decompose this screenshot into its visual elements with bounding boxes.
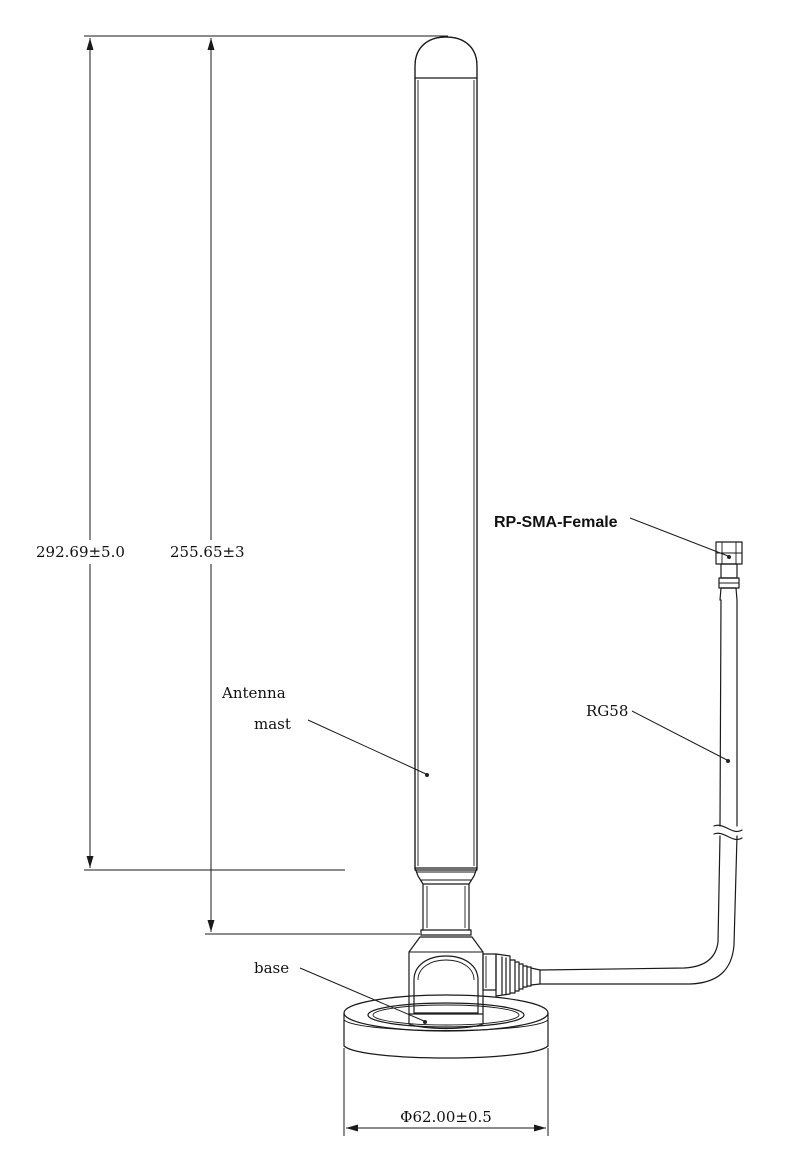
leader-line-base: [299, 967, 425, 1022]
diameter-dimension: Φ62.00±0.5: [343, 1048, 549, 1136]
housing-arch: [413, 955, 479, 1014]
overall-height-label: 292.69±5.0: [36, 543, 125, 561]
base-label: base: [254, 959, 289, 977]
cable-break-lower: [713, 832, 743, 840]
connector-label: RP-SMA-Female: [494, 514, 618, 531]
overall-height-dimension: 292.69±5.0: [30, 35, 448, 871]
leader-dot: [727, 555, 731, 559]
leader-dot: [726, 759, 730, 763]
leader-dot: [425, 773, 429, 777]
arrow-down-icon: [207, 920, 215, 932]
arrow-down-icon: [86, 856, 94, 868]
callout-connector: RP-SMA-Female: [494, 514, 731, 559]
arrow-left-icon: [346, 1124, 358, 1132]
leader-line-cable: [631, 710, 728, 761]
dimension-label-mask: [30, 540, 160, 564]
antenna-mast-label-line1: Antenna: [221, 684, 286, 702]
base-diameter-label: Φ62.00±0.5: [400, 1108, 492, 1126]
dimension-label-mask: [166, 540, 266, 564]
antenna-mast: [414, 36, 478, 936]
cable-label: RG58: [586, 702, 628, 720]
cable-bottom-edge: [539, 835, 738, 985]
housing-arch-inner: [417, 959, 475, 981]
mast-height-label: 255.65±3: [170, 543, 245, 561]
strain-relief: [495, 953, 541, 997]
connector-boot: [719, 587, 738, 601]
mast-height-dimension: 255.65±3: [166, 38, 420, 935]
cable-top-edge: [539, 835, 721, 971]
mast-taper: [414, 867, 478, 885]
leader-line-connector: [629, 517, 729, 557]
cable-left-edge: [719, 599, 722, 827]
leader-line-mast: [307, 719, 427, 775]
callout-cable: RG58: [586, 702, 730, 763]
base-chamfer: [343, 1019, 549, 1031]
housing-side-block: [482, 953, 497, 991]
antenna-mast-label-line2: mast: [254, 715, 291, 733]
base-inner-ring: [367, 1002, 525, 1028]
callout-antenna-mast: Antenna mast: [221, 684, 429, 777]
arrow-up-icon: [86, 38, 94, 50]
arrow-right-icon: [534, 1124, 546, 1132]
arrow-up-icon: [207, 38, 215, 50]
magnetic-base: [343, 994, 549, 1059]
callout-base: base: [254, 959, 427, 1024]
base-inner-ring-2: [372, 1004, 520, 1026]
strain-relief-ribs: [501, 956, 541, 995]
leader-dot: [423, 1020, 427, 1024]
mast-tip: [414, 36, 478, 79]
strain-relief-collar: [495, 953, 511, 997]
connector-body: [720, 563, 738, 579]
rg58-cable: [539, 599, 743, 985]
rp-sma-connector: [715, 541, 743, 601]
cable-break-upper: [713, 824, 743, 832]
housing-foot: [408, 1013, 484, 1030]
base-bottom-curve: [343, 1045, 549, 1059]
